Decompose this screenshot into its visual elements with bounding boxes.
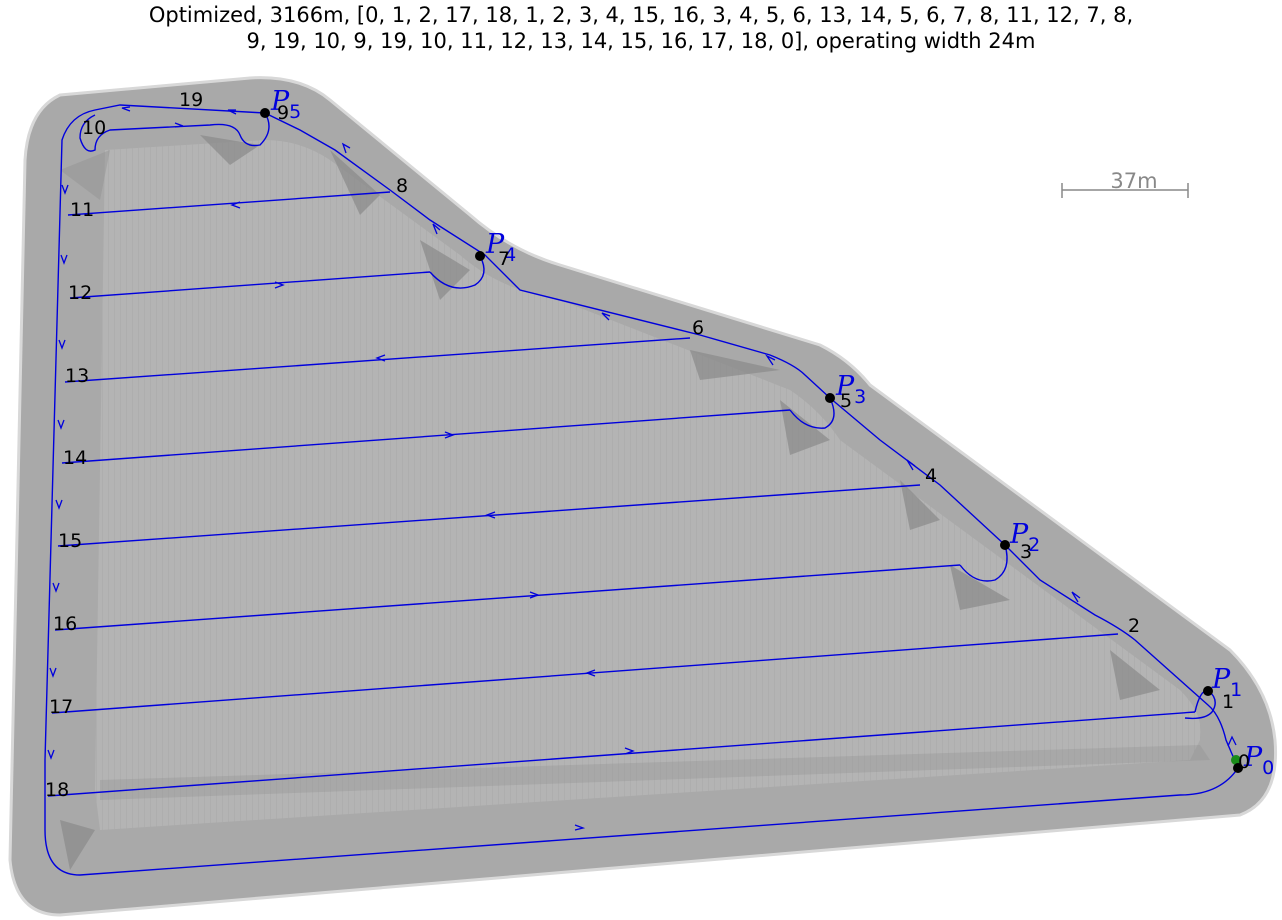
route-segment-outer [264,112,1239,769]
waypoint-label-9: 9 [277,102,289,124]
track-12 [69,271,431,299]
waypoint-label-0: 0 [1238,751,1250,773]
route-loop-top [79,112,270,152]
route-segment-return [44,104,1239,876]
waypoint-label-10: 10 [82,117,106,139]
track-11 [67,191,391,216]
waypoint-label-17: 17 [49,696,73,718]
scale-bar: 37m [1061,169,1189,198]
title-line-1: Optimized, 3166m, [0, 1, 2, 17, 18, 1, 2… [148,3,1134,27]
turn-5 [789,397,835,429]
route-direction-arrows [47,106,1237,831]
point-p1-marker [1203,686,1213,696]
waypoint-label-6: 6 [692,317,704,339]
waypoint-label-8: 8 [396,175,408,197]
waypoint-label-5: 5 [840,390,852,412]
point-p0-marker [1233,763,1243,773]
figure-title: Optimized, 3166m, [0, 1, 2, 17, 18, 1, 2… [0,2,1282,54]
waypoint-label-14: 14 [63,447,87,469]
turn-7 [429,255,485,289]
waypoint-labels: 0 1 2 3 4 5 6 7 8 9 10 11 12 13 14 15 16… [45,89,1250,801]
track-17 [51,633,1119,714]
point-p4-marker [475,251,485,261]
waypoint-label-1: 1 [1222,691,1234,713]
waypoint-label-19: 19 [179,89,203,111]
key-points [260,108,1243,773]
waypoint-label-11: 11 [70,199,94,221]
waypoint-label-13: 13 [65,365,89,387]
waypoint-label-4: 4 [925,465,937,487]
turn-1 [1184,689,1216,720]
route-path [44,104,1239,876]
waypoint-label-3: 3 [1020,541,1032,563]
waypoint-label-18: 18 [45,779,69,801]
point-p2-marker [1000,540,1010,550]
waypoint-label-16: 16 [53,613,77,635]
point-label-p2: P2 [1009,519,1040,556]
waypoint-label-2: 2 [1128,615,1140,637]
track-16 [54,564,961,631]
track-13 [64,337,691,383]
point-label-p5: P5 [270,86,301,123]
point-label-p0: P0 [1243,742,1274,779]
headland-turn-regions [60,135,1210,870]
point-p5-marker [260,108,270,118]
title-line-2: 9, 19, 10, 9, 19, 10, 11, 12, 13, 14, 15… [246,29,1036,53]
track-18 [47,711,1196,797]
point-label-p4: P4 [485,229,516,266]
point-label-p1: P1 [1211,664,1242,701]
field-inner-area [95,140,1201,830]
point-labels: P0 P1 P2 P3 P4 P5 [270,86,1274,779]
point-p3-marker [825,393,835,403]
waypoint-label-7: 7 [498,248,510,270]
track-14 [61,409,791,464]
scale-bar-label: 37m [1110,169,1157,193]
waypoint-label-12: 12 [68,282,92,304]
turn-3 [959,544,1008,582]
start-point-marker [1231,755,1241,765]
point-label-p3: P3 [835,371,866,408]
waypoint-label-15: 15 [58,530,82,552]
